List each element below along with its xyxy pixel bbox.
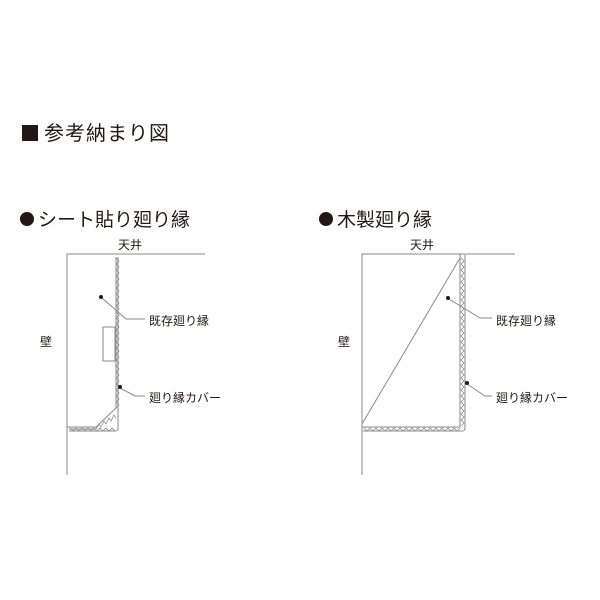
bullet-icon [20,212,34,226]
callout-existing-molding-right: 既存廻り縁 [496,314,557,328]
hatch-vertical-left [115,257,120,409]
callout-existing-molding-left: 既存廻り縁 [149,314,210,328]
hatch-horizontal-right [363,427,461,432]
diagram-title-wood: 木製廻り縁 [319,205,432,232]
spacer-block [102,326,116,362]
molding-cover-right [363,255,466,432]
diagram-title-sheet: シート貼り廻り縁 [20,205,190,232]
hatch-horizontal-left [69,427,116,432]
molding-cover-left [69,257,119,432]
diagram-title-sheet-text: シート貼り廻り縁 [38,209,191,231]
hatch-diagonal-left [95,414,117,430]
leader-existing-right [448,298,492,319]
ceiling-label-left: 天井 [118,238,143,252]
page-title: 参考納まり図 [22,117,170,146]
existing-molding-left [67,257,117,428]
hatch-vertical-right [460,257,465,427]
page-title-text: 参考納まり図 [44,121,170,145]
wall-and-ceiling-line-right [361,253,515,475]
diagram-wood [361,253,515,475]
wall-label-left: 壁 [40,335,53,349]
leader-cover-right [466,383,492,397]
diagram-title-wood-text: 木製廻り縁 [337,209,433,231]
leader-cover-left [119,387,145,397]
marker-dot [465,381,469,385]
existing-molding-right [362,253,461,428]
marker-dot [118,385,122,389]
callout-molding-cover-right: 廻り縁カバー [496,391,569,405]
diagram-sheet [66,253,205,475]
ceiling-label-right: 天井 [410,238,435,252]
marker-dot [446,296,450,300]
leader-existing-left [101,297,145,320]
marker-dot [99,295,103,299]
callout-molding-cover-left: 廻り縁カバー [149,391,222,405]
bullet-icon [319,212,333,226]
wall-label-right: 壁 [338,335,351,349]
molding-diagonal-right [361,257,461,425]
wall-and-ceiling-line-left [66,253,205,475]
square-bullet-icon [22,125,38,141]
